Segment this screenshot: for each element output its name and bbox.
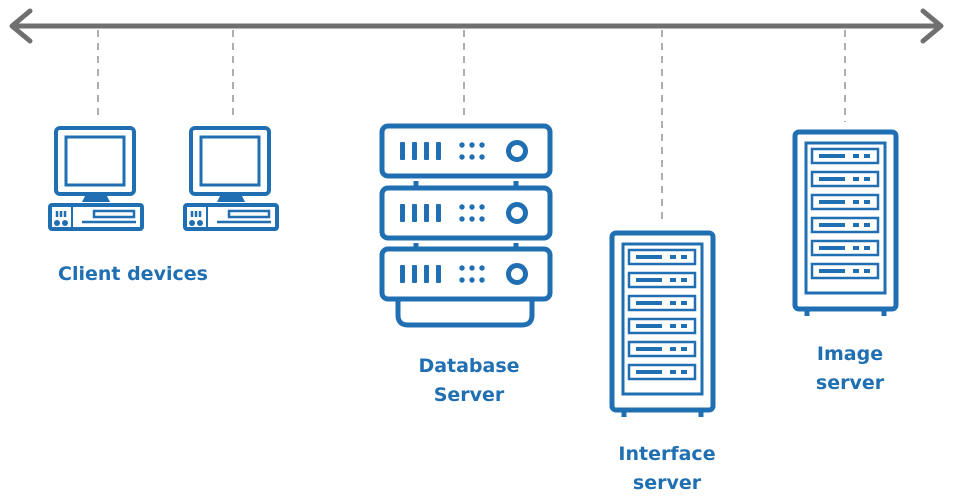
right-arrowhead-icon (920, 8, 944, 44)
database-server-label-line1: Database (418, 355, 520, 377)
desktop-computer-icon (183, 126, 279, 231)
database-server-label-line2: Server (433, 384, 505, 406)
image-server-label-line1: Image (816, 343, 884, 365)
image-server-icon (792, 129, 899, 316)
image-server-label-line2: server (815, 372, 885, 394)
client-devices-label-text: Client devices (58, 263, 208, 285)
server-unit-3 (382, 249, 550, 299)
interface-server-icon (609, 230, 716, 417)
image-server-label: Image server (775, 340, 925, 398)
desktop-computer-icon (48, 126, 144, 231)
interface-server-label-line2: server (632, 472, 702, 494)
server-unit-1 (382, 126, 550, 176)
client-computer-1 (48, 126, 144, 231)
client-computer-2 (183, 126, 279, 231)
interface-server-label: Interface server (587, 440, 747, 498)
server-unit-2 (382, 188, 550, 238)
database-server-label: Database Server (384, 352, 554, 410)
left-arrowhead-icon (9, 8, 33, 44)
server-stand-icon (395, 299, 535, 328)
network-bus-arrow (9, 8, 944, 44)
database-server-icon (382, 126, 550, 328)
interface-server-label-line1: Interface (618, 443, 716, 465)
client-devices-label: Client devices (58, 260, 258, 289)
